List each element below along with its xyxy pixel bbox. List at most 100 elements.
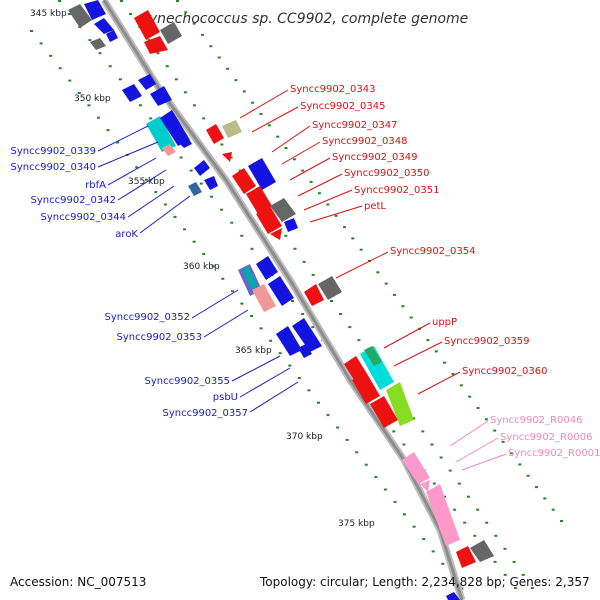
tick-dot [503,573,507,576]
gene-label-syncc9902-0347[interactable]: Syncc9902_0347 [312,120,398,131]
gene-label-syncc9902-0340[interactable]: Syncc9902_0340 [11,162,97,173]
gene-label-syncc9902-0348[interactable]: Syncc9902_0348 [322,136,408,147]
tick-dot [543,497,547,500]
tick-dot [402,443,406,446]
gene-label-petl[interactable]: petL [364,201,386,212]
gene-label-psbu[interactable]: psbU [213,392,238,403]
gene-block[interactable] [386,382,414,426]
gene-label-syncc9902-0354[interactable]: Syncc9902_0354 [390,246,476,257]
gene-arrow[interactable] [270,228,282,240]
genome-backbone [101,0,466,600]
gene-block[interactable] [146,116,176,152]
gene-block[interactable] [470,540,494,562]
gene-arrow[interactable] [446,592,460,600]
gene-block[interactable] [68,4,92,28]
tick-dot [230,290,234,293]
tick-dot [453,508,457,511]
gene-label-rbfa[interactable]: rbfA [85,180,106,191]
tick-dot [457,482,461,485]
gene-block[interactable] [352,372,380,404]
tick-label-365: 365 kbp [235,346,272,356]
gene-label-syncc9902-0345[interactable]: Syncc9902_0345 [300,101,386,112]
tick-dot [434,350,438,353]
tick-dot [189,169,193,172]
gene-block[interactable] [456,546,476,568]
gene-label-syncc9902-0359[interactable]: Syncc9902_0359 [444,336,530,347]
tick-dot [154,191,158,194]
gene-label-syncc9902-0352[interactable]: Syncc9902_0352 [105,312,191,323]
gene-block[interactable] [242,266,258,290]
gene-block[interactable] [344,356,366,380]
gene-block[interactable] [206,124,224,144]
tick-dot [357,339,361,342]
gene-block[interactable] [284,218,298,232]
gene-block[interactable] [188,182,202,196]
gene-label-syncc9902-0357[interactable]: Syncc9902_0357 [163,408,249,419]
gene-block[interactable] [248,158,276,190]
gene-label-syncc9902-r0001[interactable]: Syncc9902_R0001 [508,448,600,459]
gene-block[interactable] [252,284,276,312]
tick-dot [199,182,203,185]
gene-block[interactable] [162,144,176,156]
gene-block[interactable] [426,484,460,546]
minus-strand-genes [68,0,460,600]
gene-block[interactable] [364,346,382,366]
gene-arrow[interactable] [222,152,232,162]
gene-arrow[interactable] [194,160,210,176]
gene-arrow[interactable] [176,134,192,148]
gene-block[interactable] [122,84,142,102]
gene-arrow[interactable] [298,344,312,358]
gene-label-arok[interactable]: aroK [115,229,138,240]
tick-dot [430,443,434,446]
tick-dot [535,486,538,489]
gene-label-syncc9902-0344[interactable]: Syncc9902_0344 [41,212,127,223]
gene-block[interactable] [222,120,242,138]
tick-dot [503,547,507,550]
gene-label-syncc9902-0342[interactable]: Syncc9902_0342 [31,195,117,206]
tick-dot [251,101,255,104]
gene-block[interactable] [160,22,182,44]
right-leader-lines [239,89,461,395]
gene-block[interactable] [84,0,106,20]
gene-arrow[interactable] [204,176,218,190]
gene-block[interactable] [134,10,160,40]
gene-block[interactable] [256,206,282,234]
tick-dot [392,430,396,433]
plus-strand-genes [134,10,494,568]
tick-dot [259,113,263,115]
gene-block[interactable] [256,256,278,280]
gene-block[interactable] [370,396,398,428]
gene-label-syncc9902-0349[interactable]: Syncc9902_0349 [332,152,418,163]
gene-block[interactable] [94,18,114,34]
gene-label-syncc9902-0360[interactable]: Syncc9902_0360 [462,366,548,377]
gene-label-syncc9902-0350[interactable]: Syncc9902_0350 [344,168,430,179]
gene-block[interactable] [402,452,430,484]
gene-arrow[interactable] [420,480,430,492]
tick-dot [156,52,160,55]
tick-dot [467,495,470,498]
gene-label-uppp[interactable]: uppP [432,317,457,328]
gene-block[interactable] [304,284,324,306]
gene-label-syncc9902-0339[interactable]: Syncc9902_0339 [11,146,97,157]
gene-label-syncc9902-r0046[interactable]: Syncc9902_R0046 [490,415,582,426]
gene-label-syncc9902-0351[interactable]: Syncc9902_0351 [354,185,440,196]
gene-block[interactable] [270,198,296,222]
gene-arrow[interactable] [144,36,168,54]
tick-dot [58,0,61,2]
gene-block[interactable] [150,86,172,106]
gene-block[interactable] [90,38,106,50]
gene-block[interactable] [292,318,322,352]
gene-block[interactable] [276,326,302,356]
tick-dot [476,407,480,409]
gene-label-syncc9902-r0006[interactable]: Syncc9902_R0006 [500,432,592,443]
gene-arrow[interactable] [106,30,118,42]
gene-block[interactable] [232,168,256,194]
gene-block[interactable] [246,186,272,214]
tick-dot [284,147,288,149]
gene-arrow[interactable] [138,74,156,90]
gene-label-syncc9902-0353[interactable]: Syncc9902_0353 [117,332,203,343]
gene-block[interactable] [268,276,294,306]
gene-label-syncc9902-0343[interactable]: Syncc9902_0343 [290,84,376,95]
gene-label-syncc9902-0355[interactable]: Syncc9902_0355 [145,376,231,387]
gene-block[interactable] [318,276,342,300]
